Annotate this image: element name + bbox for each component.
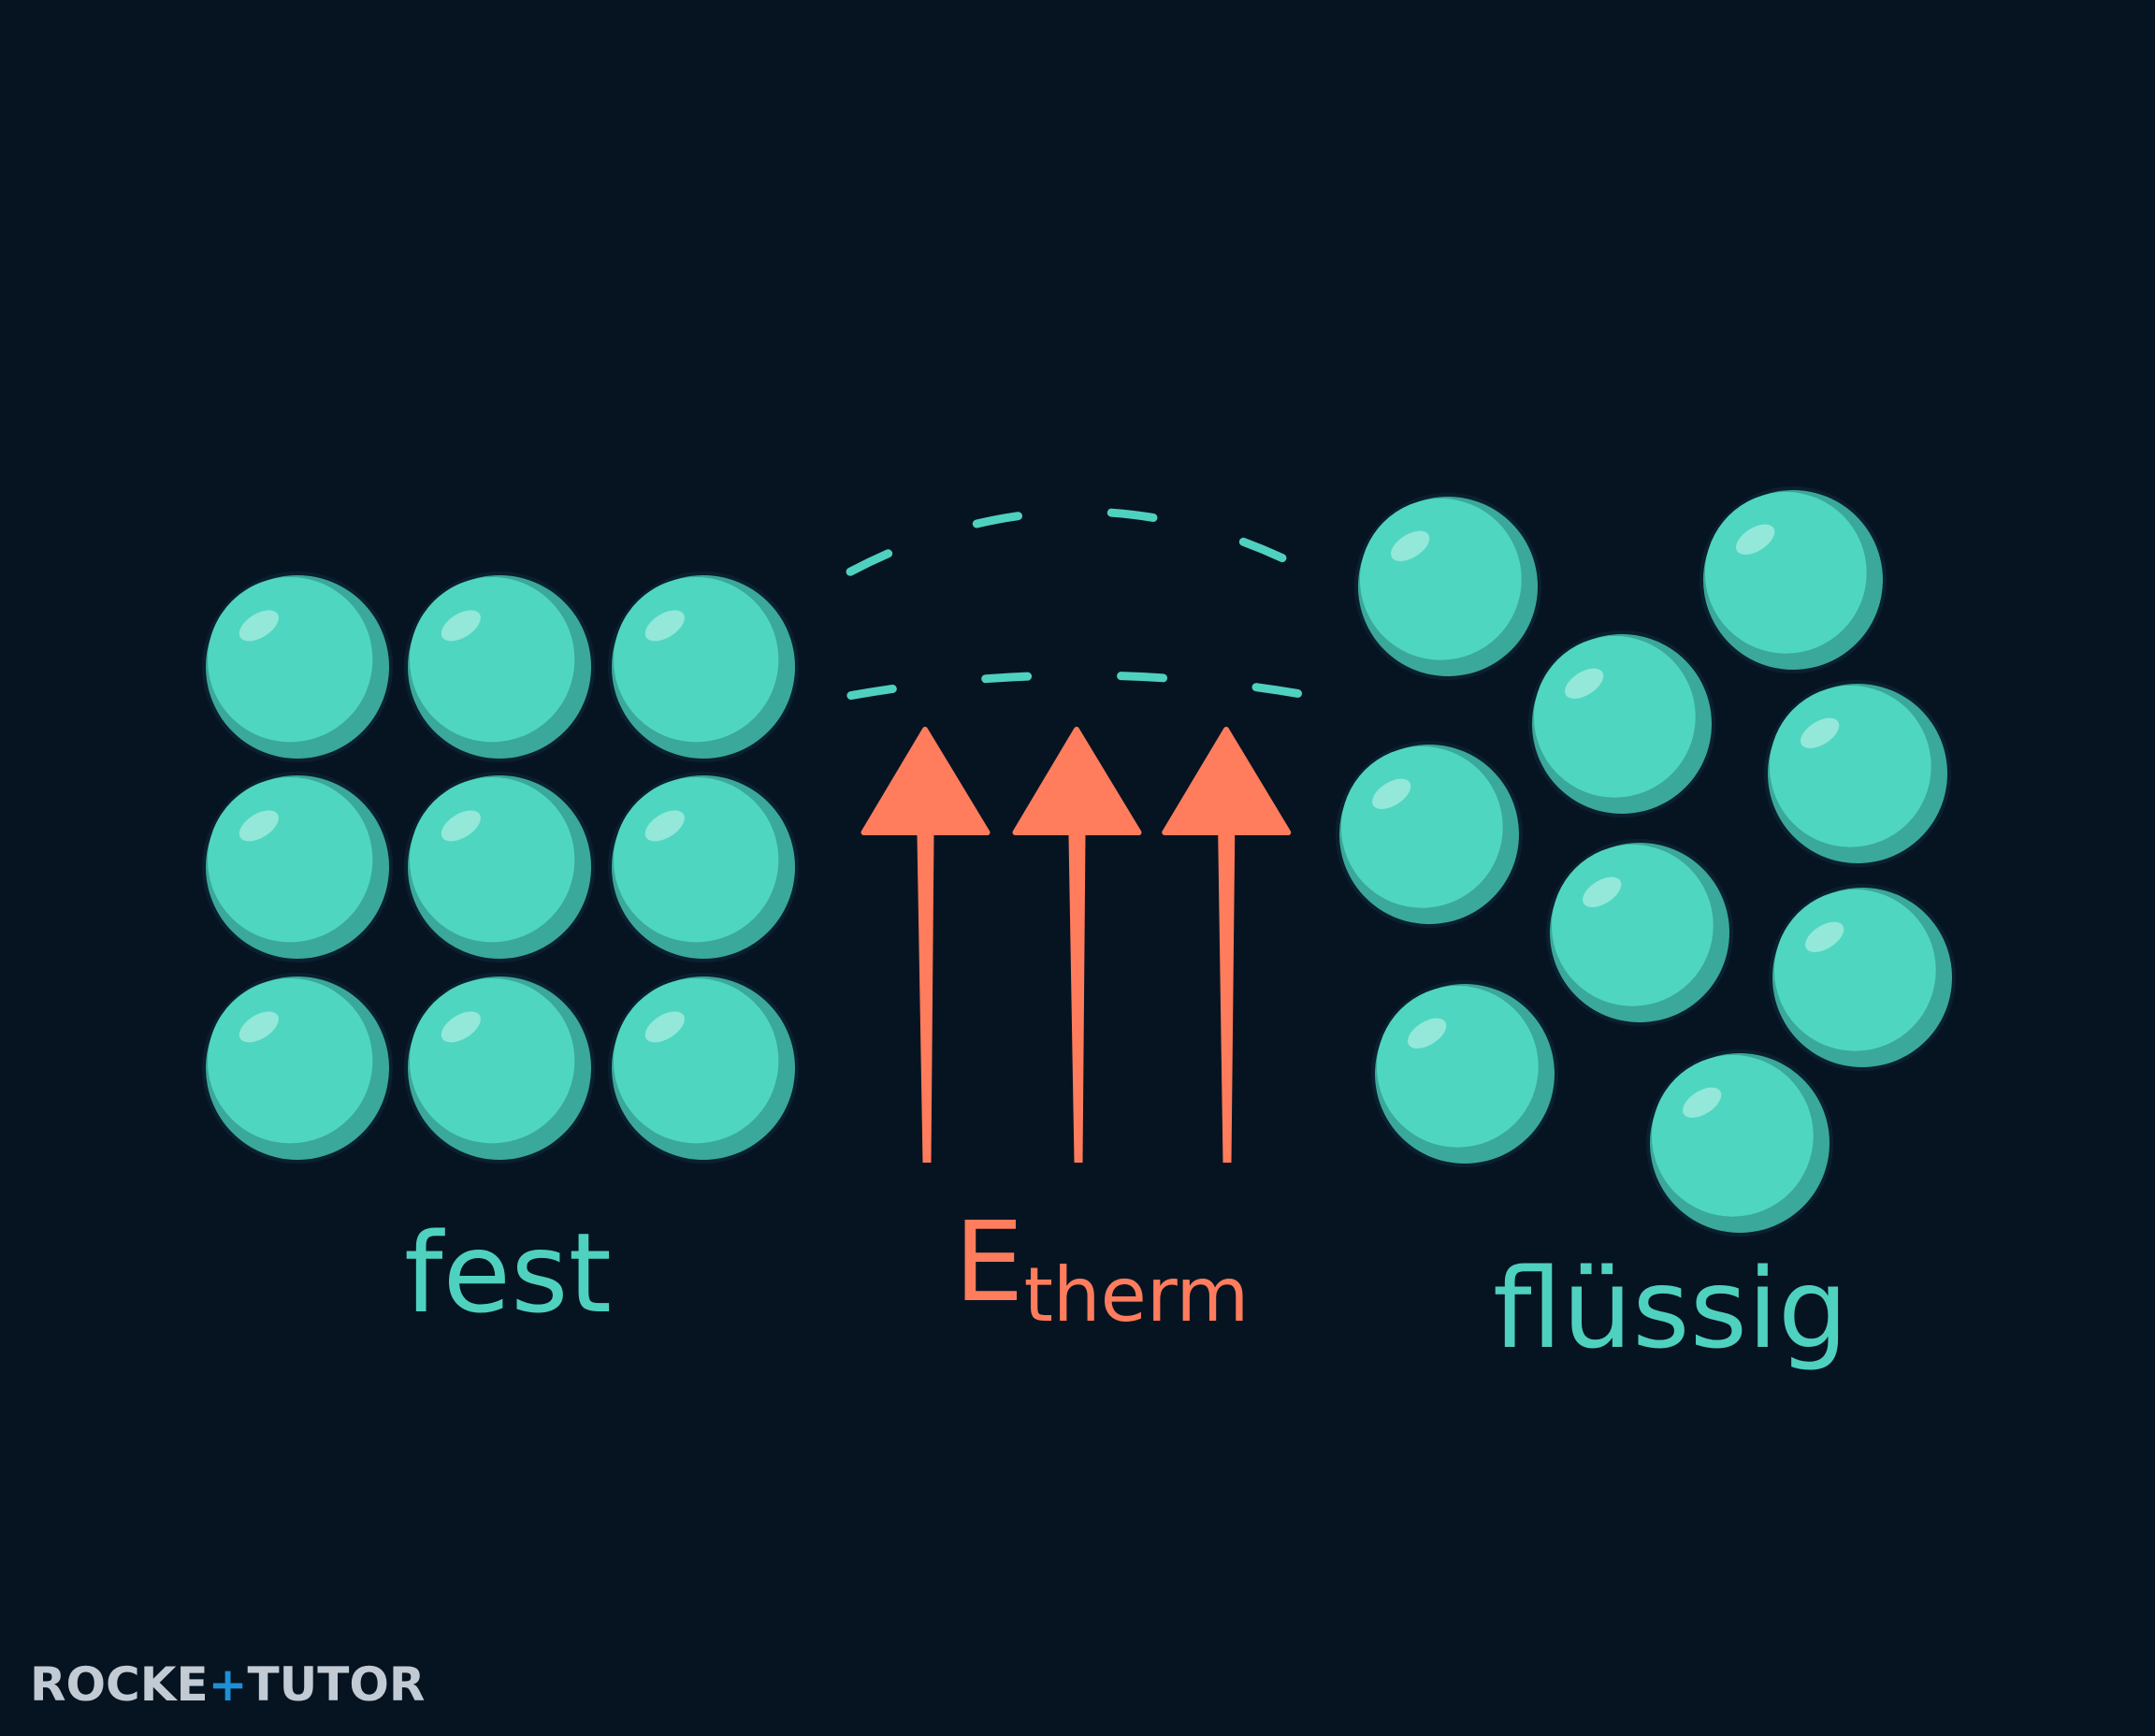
logo-text-start: ROCKE (30, 1657, 209, 1712)
solid-particle-5 (404, 772, 595, 962)
energy-symbol: E (954, 1197, 1024, 1326)
solid-particle-6 (608, 772, 799, 962)
liquid-state-label: flüssig (1493, 1244, 1848, 1373)
solid-particle-grid (202, 571, 799, 1164)
liquid-particle-cluster (1336, 486, 1956, 1237)
brand-logo: ROCKE+TUTOR (30, 1657, 425, 1712)
solid-particle-1 (202, 571, 393, 762)
heat-arrows (861, 727, 1292, 1163)
liquid-particle-3 (1528, 630, 1715, 817)
liquid-particle-7 (1769, 884, 1956, 1071)
logo-cross-icon: + (208, 1657, 248, 1712)
solid-particle-7 (202, 973, 393, 1164)
liquid-particle-9 (1646, 1049, 1833, 1237)
heat-arrow-3 (1162, 727, 1292, 1163)
liquid-particle-8 (1371, 980, 1558, 1167)
liquid-particle-1 (1354, 493, 1541, 680)
solid-particle-4 (202, 772, 393, 962)
solid-particle-8 (404, 973, 595, 1164)
solid-state-label: fest (404, 1208, 612, 1338)
solid-particle-2 (404, 571, 595, 762)
logo-text-end: TUTOR (247, 1657, 426, 1712)
motion-arc-lower (839, 671, 1322, 702)
thermal-energy-label: Etherm (954, 1207, 1249, 1333)
solid-particle-3 (608, 571, 799, 762)
motion-arc-upper (839, 507, 1322, 580)
heat-arrow-2 (1012, 727, 1142, 1163)
solid-particle-9 (608, 973, 799, 1164)
liquid-particle-5 (1336, 741, 1523, 928)
liquid-particle-4 (1764, 680, 1951, 867)
motion-dashes (839, 507, 1322, 702)
heat-arrow-1 (861, 727, 991, 1163)
energy-subscript: therm (1023, 1251, 1250, 1338)
liquid-particle-6 (1546, 839, 1733, 1026)
liquid-particle-2 (1699, 486, 1887, 673)
